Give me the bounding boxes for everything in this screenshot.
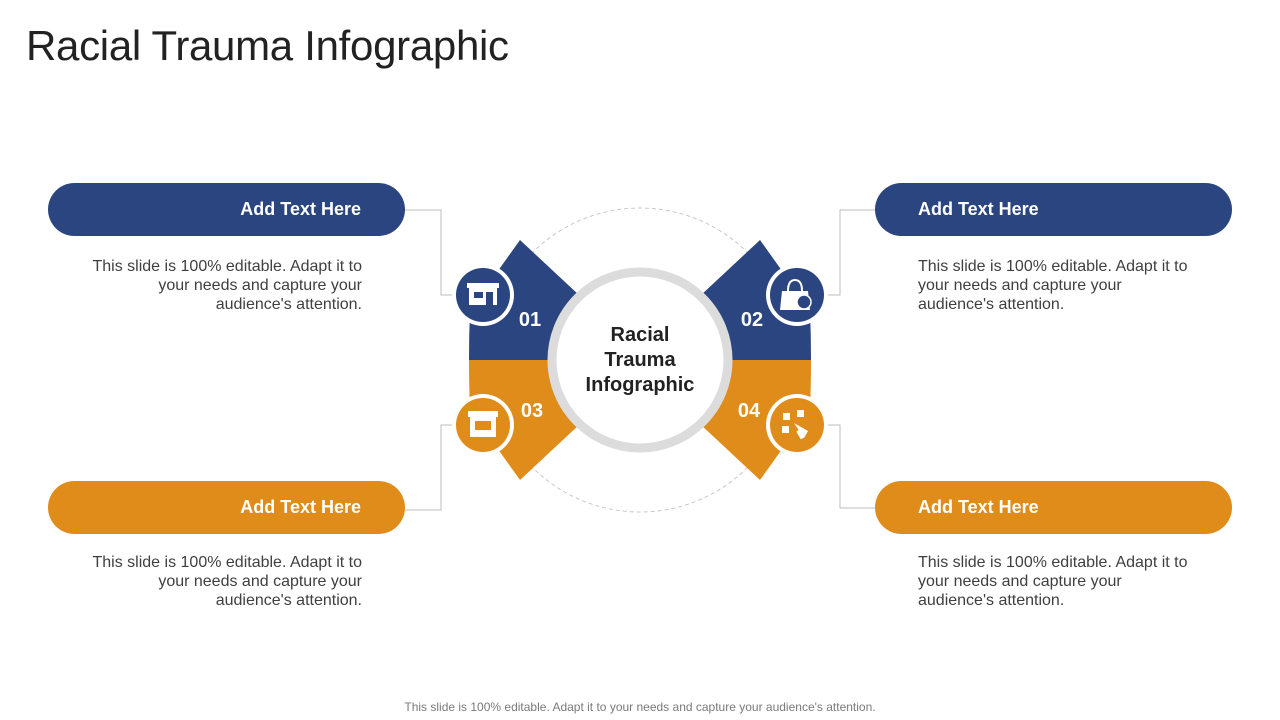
megaphone-icon bbox=[782, 410, 808, 440]
number-04: 04 bbox=[738, 400, 761, 422]
icon-circle-04 bbox=[766, 394, 828, 456]
pill-01: Add Text Here bbox=[48, 183, 405, 236]
pill-02-heading: Add Text Here bbox=[918, 199, 1039, 219]
pill-03-heading: Add Text Here bbox=[240, 497, 361, 517]
shop-front-icon bbox=[468, 411, 498, 437]
pill-03: Add Text Here bbox=[48, 481, 405, 534]
number-03: 03 bbox=[521, 400, 543, 422]
pill-04-heading: Add Text Here bbox=[918, 497, 1039, 517]
footer-note: This slide is 100% editable. Adapt it to… bbox=[404, 700, 876, 714]
icon-circle-02 bbox=[766, 264, 828, 326]
desc-04: This slide is 100% editable. Adapt it to… bbox=[918, 554, 1188, 609]
desc-03: This slide is 100% editable. Adapt it to… bbox=[92, 554, 363, 609]
shopping-bag-ad-icon bbox=[780, 278, 812, 310]
icon-circle-03 bbox=[452, 394, 514, 456]
pill-01-heading: Add Text Here bbox=[240, 199, 361, 219]
desc-02: This slide is 100% editable. Adapt it to… bbox=[918, 258, 1188, 313]
desc-01: This slide is 100% editable. Adapt it to… bbox=[92, 258, 363, 313]
center-label-text: Racial Trauma Infographic bbox=[585, 323, 695, 396]
pill-02: Add Text Here bbox=[875, 183, 1232, 236]
center-circle bbox=[547, 267, 733, 453]
connector-lines bbox=[405, 209, 875, 511]
center-label: Racial Trauma Infographic bbox=[560, 320, 720, 400]
store-box-icon bbox=[467, 283, 499, 305]
icon-circle-01 bbox=[452, 264, 514, 326]
number-01: 01 bbox=[519, 309, 541, 331]
pill-04: Add Text Here bbox=[875, 481, 1232, 534]
slide-title: Racial Trauma Infographic bbox=[26, 22, 509, 69]
number-02: 02 bbox=[741, 309, 763, 331]
